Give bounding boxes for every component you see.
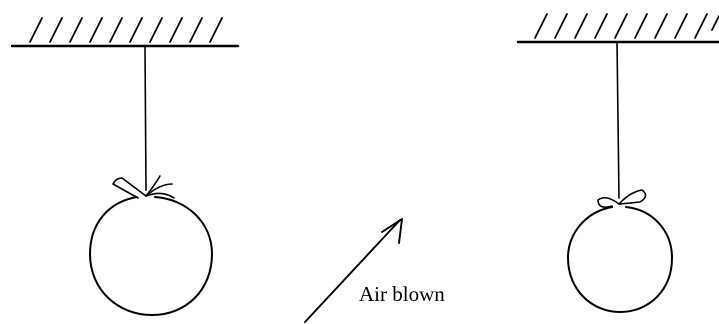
air-arrow [304, 218, 403, 323]
right-balloon [567, 206, 673, 313]
right-string [616, 41, 620, 199]
left-string [144, 45, 147, 191]
right-ceiling-support [516, 13, 719, 44]
air-blown-label: Air blown [359, 282, 445, 306]
left-ceiling-support [10, 17, 240, 48]
air-arrow-head [381, 218, 403, 244]
air-arrow-shaft [304, 219, 401, 323]
left-ceiling-hatching [29, 17, 223, 43]
right-ceiling-hatching [534, 13, 719, 39]
right-balloon-knot [597, 189, 647, 208]
left-balloon-knot [112, 175, 175, 199]
left-balloon [89, 196, 213, 316]
